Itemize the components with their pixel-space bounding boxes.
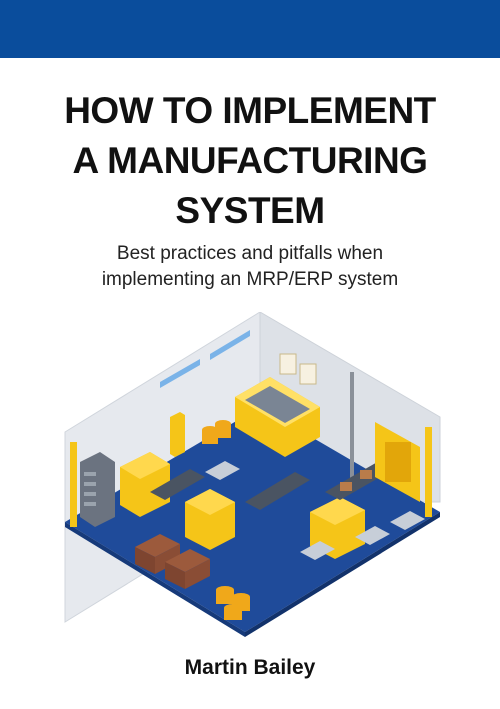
- floor-grates: [205, 461, 425, 560]
- floor-edge-right: [245, 512, 440, 637]
- wall-picture-1: [279, 353, 297, 375]
- book-subtitle: Best practices and pitfalls when impleme…: [0, 241, 500, 293]
- floor-edge: [65, 522, 245, 637]
- conveyor-belt-left: [150, 469, 205, 500]
- pillar-left: [70, 442, 77, 527]
- barrels-front: [216, 586, 250, 620]
- subtitle-line-1: Best practices and pitfalls when: [116, 243, 384, 264]
- factory-illustration: [55, 311, 445, 637]
- author-name: Martin Bailey: [184, 656, 316, 679]
- wall-window-1: [160, 359, 200, 388]
- wall-pipe: [350, 372, 354, 482]
- robot-arm: [170, 412, 185, 457]
- top-color-band: [0, 0, 500, 58]
- pillar-right: [425, 427, 432, 517]
- wall-picture-2: [299, 363, 317, 385]
- pallet-boxes: [135, 534, 210, 589]
- factory-isometric-svg: [64, 311, 441, 637]
- book-title: HOW TO IMPLEMENT A MANUFACTURING SYSTEM: [0, 86, 500, 236]
- factory-floor: [65, 407, 440, 632]
- title-line-1: HOW TO IMPLEMENT: [64, 90, 436, 131]
- wall-window-2: [210, 330, 250, 360]
- conveyor-belt-center: [245, 472, 310, 510]
- title-line-3: SYSTEM: [175, 190, 325, 231]
- barrels-back: [202, 420, 231, 444]
- subtitle-line-2: implementing an MRP/ERP system: [101, 269, 399, 290]
- server-rack: [80, 452, 115, 527]
- title-line-2: A MANUFACTURING: [72, 140, 428, 181]
